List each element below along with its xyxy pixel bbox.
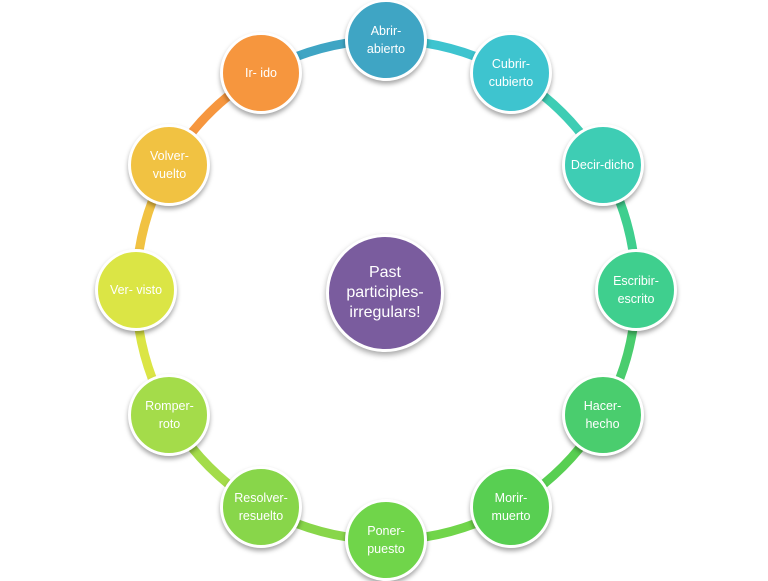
node-resolver: Resolver-resuelto [220,465,302,548]
node-volver: Volver-vuelto [128,124,211,206]
node-label: Morir-muerto [491,490,531,523]
connector-arc [615,329,638,381]
connector-arc [188,445,231,488]
node-hacer: Hacer-hecho [561,374,644,456]
node-label: Volver-vuelto [150,149,189,181]
node-label: Ver- visto [109,283,163,297]
connector-arc [295,519,347,542]
connector-arc [615,199,638,251]
node-cubrir: Cubrir-cubierto [470,32,552,115]
node-escribir: Escribir-escrito [595,249,677,331]
connector-arc [425,519,477,542]
node-label: Ir- ido [245,66,277,81]
node-romper: Romper-roto [128,374,211,456]
connector-arc [541,92,584,135]
connector-arc [188,92,231,135]
center-label: Past participles-irregulars! [346,264,424,321]
node-label: Decir-dicho [570,158,635,172]
node-label: Poner-puesto [367,524,405,556]
node-label: Abrir-abierto [366,24,406,56]
connector-arc [134,329,157,381]
node-decir: Decir-dicho [561,124,644,206]
node-ir: Ir- ido [220,32,302,115]
node-morir: Morir-muerto [470,465,552,548]
connector-arc [425,38,477,61]
center-circle: Past participles-irregulars! [326,234,444,352]
node-label: Resolver-resuelto [234,490,288,523]
node-abrir: Abrir-abierto [345,0,427,81]
connector-arc [295,38,347,61]
node-label: Escribir-escrito [613,274,659,306]
node-label: Romper-roto [145,399,194,431]
node-label: Hacer-hecho [583,399,622,431]
node-poner: Poner-puesto [345,499,427,581]
node-label: Cubrir-cubierto [488,57,534,90]
connector-arc [134,199,157,251]
node-ver: Ver- visto [95,249,177,331]
connector-arc [541,445,584,488]
